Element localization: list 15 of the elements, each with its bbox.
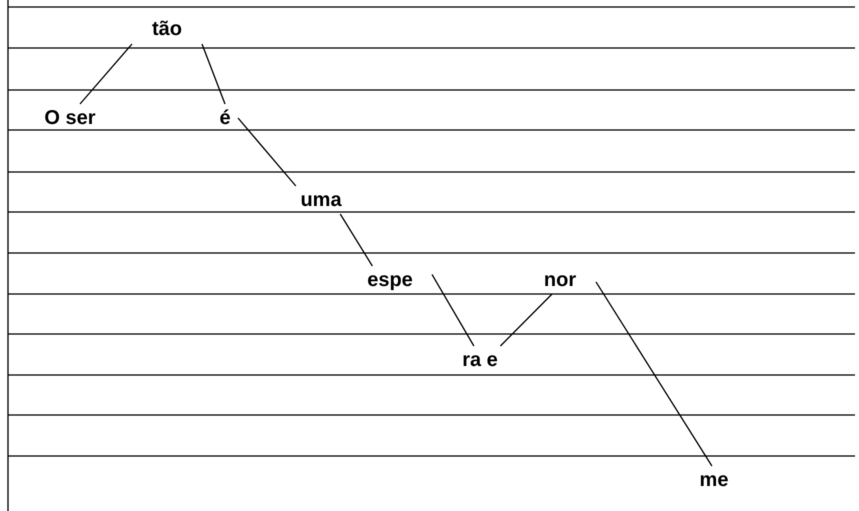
word-fragment: espe (367, 268, 413, 292)
word-fragment: tão (152, 17, 182, 41)
word-fragment: nor (544, 268, 576, 292)
connector-line (340, 214, 373, 266)
word-fragment: ra e (462, 348, 498, 372)
word-fragment: me (700, 468, 728, 492)
connector-line (500, 294, 553, 346)
connector-line (431, 274, 474, 346)
word-fragment: uma (300, 188, 342, 212)
word-fragment: O ser (44, 106, 96, 130)
connector-line (595, 282, 712, 466)
connector-line (80, 44, 132, 104)
connector-line (201, 44, 226, 104)
connector-line (238, 118, 296, 186)
word-fragment: é (219, 106, 231, 130)
